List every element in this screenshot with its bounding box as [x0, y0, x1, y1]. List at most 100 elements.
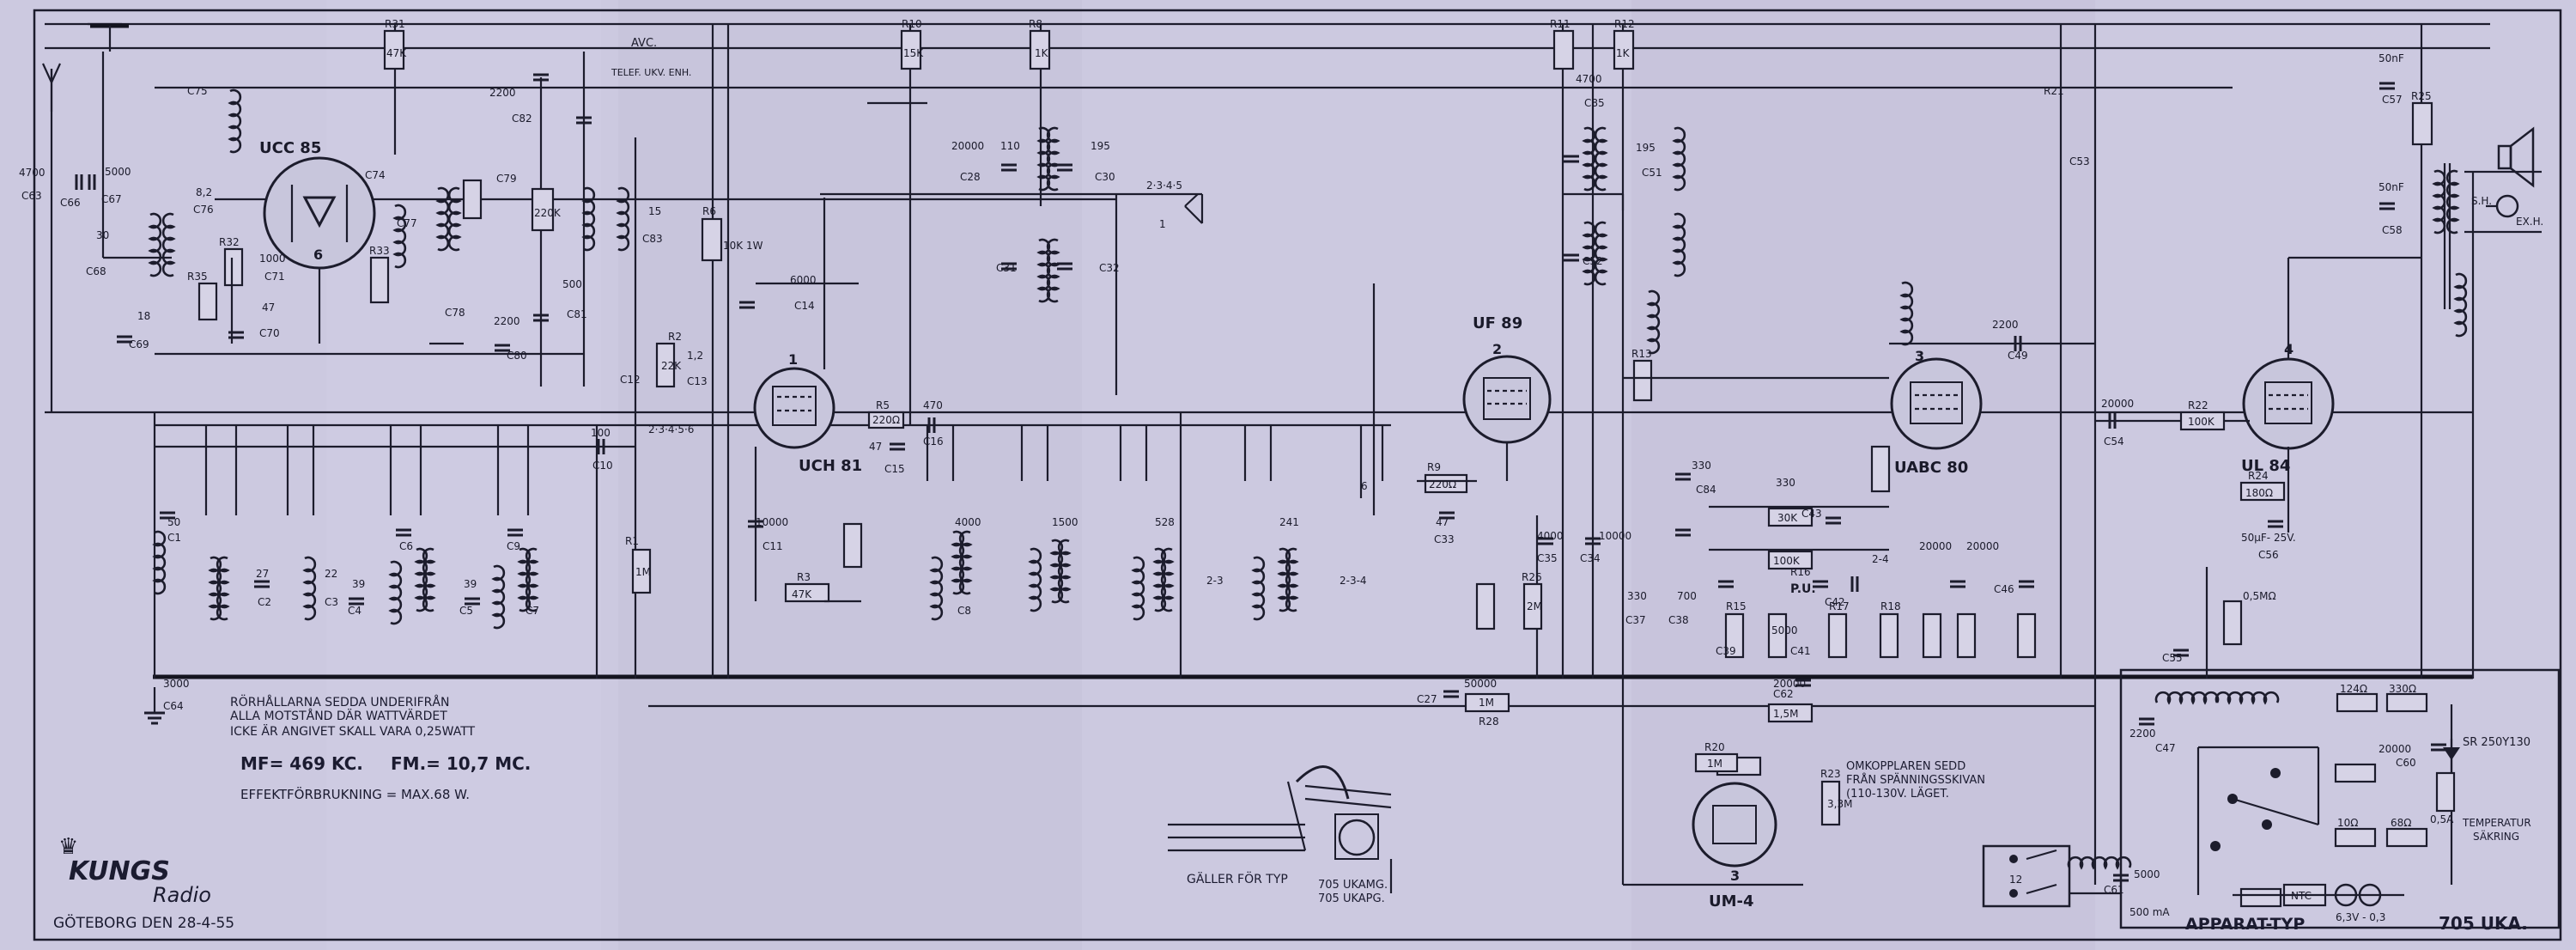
crown-icon: ♛	[58, 834, 78, 860]
rv-30k: 30K	[1777, 512, 1798, 524]
val-5000: 5000	[105, 166, 131, 178]
c3-label: C3	[325, 596, 338, 608]
r18-label: R18	[1880, 600, 1901, 612]
sw-pos-6: 1	[1159, 218, 1166, 230]
c75-label: C75	[187, 85, 208, 97]
output-transformer	[2433, 163, 2542, 338]
c35-label: C35	[1537, 552, 1558, 564]
ul84-tube-icon	[2242, 357, 2335, 450]
val-15: 15	[648, 205, 661, 217]
uabc80-section	[1623, 281, 2095, 826]
val-10000a: 10000	[756, 516, 788, 528]
c8-label: C8	[957, 605, 971, 617]
rv-47k-b: 47K	[792, 588, 812, 600]
r12-label: R12	[1614, 18, 1635, 30]
val-330b: 330	[1776, 477, 1795, 489]
um4-section	[1623, 752, 1803, 886]
kungs-logo: ♛ KUNGS Radio	[58, 834, 211, 907]
rv-15k: 15K	[903, 47, 924, 59]
c9-label: C9	[507, 540, 520, 552]
val-20000a: 20000	[951, 140, 984, 152]
c11-label: C11	[762, 540, 783, 552]
rv-1m-c: 1M	[1707, 758, 1722, 770]
temp-line-1: TEMPERATUR	[2462, 817, 2531, 829]
c58-label: C58	[2382, 224, 2403, 236]
val-500: 500	[562, 278, 582, 290]
tube-ul84-label: UL 84	[2241, 457, 2290, 475]
pin-uabc80: 3	[1915, 348, 1924, 364]
r23-label: R23	[1820, 768, 1841, 780]
val-700: 700	[1677, 590, 1697, 602]
val-3000: 3000	[163, 678, 190, 690]
val-50000: 50000	[1464, 678, 1497, 690]
telef-label: TELEF. UKV. ENH.	[611, 67, 691, 78]
c84-label: C84	[1696, 484, 1716, 496]
val-470: 470	[923, 399, 943, 411]
c34-label: C34	[1580, 552, 1601, 564]
c54-label: C54	[2104, 435, 2124, 448]
val-22: 22	[325, 568, 337, 580]
rv-10k1w: 10K 1W	[723, 240, 763, 252]
second-if	[1552, 29, 1692, 537]
val-1500: 1500	[1052, 516, 1078, 528]
c70-label: C70	[259, 327, 280, 339]
c2-label: C2	[258, 596, 271, 608]
c28-label: C28	[960, 171, 981, 183]
rv-180o: 180Ω	[2245, 487, 2273, 499]
val-50: 50	[167, 516, 180, 528]
r33-label: R33	[369, 245, 390, 257]
band-coils	[153, 425, 652, 679]
rectifier-icon	[2443, 747, 2460, 760]
uf89-tube-icon	[1462, 355, 1552, 444]
r24-label: R24	[2248, 470, 2269, 482]
fuse-label: 500 mA	[2129, 906, 2170, 918]
c32-label: C32	[1099, 262, 1120, 274]
c43-label: C43	[1801, 508, 1822, 520]
val-2200d: 2200	[2129, 728, 2156, 740]
rv-220o-b: 220Ω	[872, 414, 900, 426]
c47-label: C47	[2155, 742, 2176, 754]
r16-label: R16	[1790, 566, 1811, 578]
sw-pos-3: 2-3	[1206, 575, 1224, 587]
rv-220k: 220K	[534, 207, 562, 219]
c74-label: C74	[365, 169, 386, 181]
r6-label: R6	[702, 205, 716, 217]
rv-1m-b: 1M	[1479, 697, 1494, 709]
rv-100k-a: 100K	[2188, 416, 2215, 428]
rv-330o: 330Ω	[2389, 683, 2416, 695]
val-4000b: 4000	[1537, 530, 1564, 542]
rv-1k-b: 1K	[1616, 47, 1631, 59]
rv-68o: 68Ω	[2391, 817, 2411, 829]
sw-pos-7: 6	[1361, 480, 1368, 492]
val-100: 100	[591, 427, 611, 439]
val-50nf-b: 50nF	[2379, 181, 2404, 193]
val-330a: 330	[1692, 460, 1711, 472]
r25-label: R25	[2411, 90, 2432, 102]
omk-line-1: OMKOPPLAREN SEDD	[1846, 760, 1965, 773]
galler-line-2: 705 UKAMG.	[1318, 879, 1388, 892]
c6-label: C6	[399, 540, 413, 552]
footer-city-date: GÖTEBORG DEN 28-4-55	[53, 913, 234, 932]
val-1000: 1000	[259, 253, 286, 265]
capacitor-labels: C63 C66 C67 C68 C69 C70 C71 C74 C75 C76 …	[21, 85, 2416, 896]
c5-label: C5	[459, 605, 473, 617]
r31-label: R31	[385, 18, 405, 30]
c78-label: C78	[445, 307, 465, 319]
val-1-2: 1,2	[687, 350, 703, 362]
sw-pos-1: 2·3·4·5·6	[648, 423, 694, 435]
note-power: EFFEKTFÖRBRUKNING = MAX.68 W.	[240, 786, 470, 802]
c53-label: C53	[2069, 155, 2090, 167]
val-110: 110	[1000, 140, 1020, 152]
c27-label: C27	[1417, 693, 1437, 705]
uf89-section	[1417, 355, 1602, 713]
c39-label: C39	[1716, 645, 1736, 657]
brand-name: KUNGS	[69, 856, 170, 886]
val-2200c: 2200	[1992, 319, 2019, 331]
rv-47k-a: 47K	[386, 47, 407, 59]
c12-label: C12	[620, 374, 641, 386]
val-195b: 195	[1636, 142, 1656, 154]
r1-label: R1	[625, 535, 639, 547]
r21-label: R21	[2044, 85, 2064, 97]
c60-label: C60	[2396, 757, 2416, 769]
